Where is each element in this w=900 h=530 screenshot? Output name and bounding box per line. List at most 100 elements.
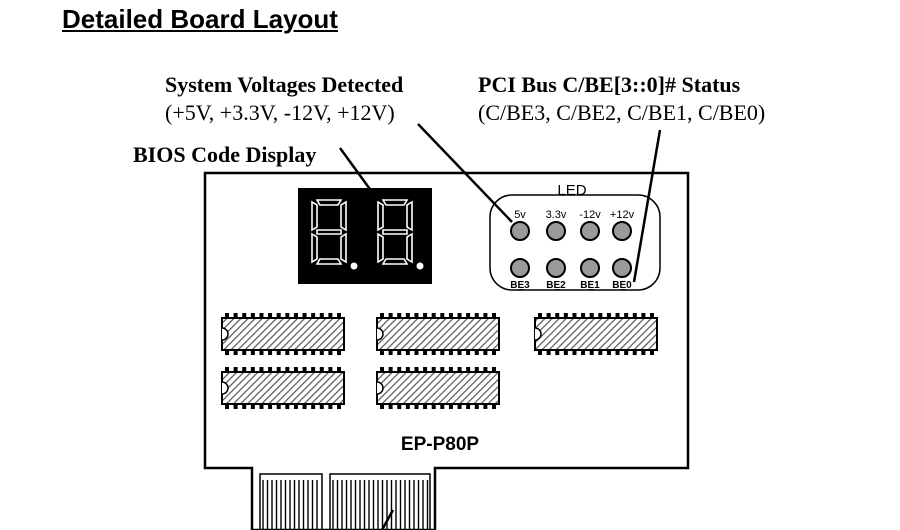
chip-pin <box>457 367 462 372</box>
chip-pin <box>457 313 462 318</box>
chip-pin <box>380 313 384 318</box>
chip-pin <box>483 313 488 318</box>
display-segment <box>315 258 343 265</box>
chip-pin <box>311 350 316 355</box>
chip-pin <box>250 404 255 409</box>
chip-pin <box>431 350 436 355</box>
led-cbe1 <box>580 258 600 278</box>
chip-pin <box>650 313 654 318</box>
chip-pin <box>598 350 603 355</box>
ic-chip <box>534 313 658 355</box>
chip-pin <box>555 313 560 318</box>
chip-pin <box>538 350 542 355</box>
chip-pin <box>397 367 402 372</box>
bios-leader-line <box>338 147 374 193</box>
chip-pin <box>285 404 290 409</box>
chip-notch <box>376 381 384 395</box>
pci-status-callout-title: PCI Bus C/BE[3::0]# Status <box>478 72 741 97</box>
chip-pin <box>328 404 333 409</box>
chip-pin <box>474 404 479 409</box>
display-segment <box>381 258 409 265</box>
chip-pin <box>414 313 419 318</box>
chip-pin <box>268 350 273 355</box>
chip-pin <box>259 350 264 355</box>
chip-pin <box>641 313 646 318</box>
chip-pin <box>276 350 281 355</box>
chip-pin <box>388 404 393 409</box>
led-label-cbe1: BE̲1 <box>580 280 600 291</box>
led-cbe2 <box>546 258 566 278</box>
chip-pin <box>483 367 488 372</box>
chip-pin <box>423 404 428 409</box>
chip-pin <box>311 313 316 318</box>
chip-pin <box>285 313 290 318</box>
chip-pin <box>440 404 445 409</box>
led-cbe3 <box>510 258 530 278</box>
chip-pin <box>233 367 238 372</box>
chip-pin <box>492 404 496 409</box>
chip-pin <box>405 404 410 409</box>
led-5v <box>510 221 530 241</box>
chip-body <box>376 317 500 351</box>
chip-pin <box>259 404 264 409</box>
chip-pin <box>483 350 488 355</box>
chip-pin <box>589 350 594 355</box>
chip-pin <box>466 350 471 355</box>
chip-pin <box>380 350 384 355</box>
chip-pin <box>423 367 428 372</box>
display-segment <box>406 200 413 232</box>
chip-pin <box>285 367 290 372</box>
chip-pin <box>589 313 594 318</box>
chip-pin <box>319 367 324 372</box>
chip-pin <box>474 313 479 318</box>
chip-pin <box>555 350 560 355</box>
chip-pin <box>466 313 471 318</box>
chip-notch <box>534 327 542 341</box>
chip-pin <box>225 404 229 409</box>
chip-pin <box>581 313 586 318</box>
chip-pin <box>405 313 410 318</box>
board-model-label: EP-P80P <box>401 434 479 455</box>
chip-body <box>221 317 345 351</box>
chip-pin <box>250 350 255 355</box>
chip-body <box>221 371 345 405</box>
chip-pin <box>311 367 316 372</box>
chip-pin <box>457 404 462 409</box>
chip-pin <box>250 313 255 318</box>
display-segment <box>381 199 409 206</box>
chip-pin <box>225 367 229 372</box>
chip-pin <box>259 313 264 318</box>
edge-connector-right <box>329 473 431 530</box>
chip-pin <box>466 367 471 372</box>
chip-pin <box>276 313 281 318</box>
seven-segment-digit-2 <box>377 199 424 270</box>
chip-pin <box>328 350 333 355</box>
led-panel-title: LED <box>557 182 586 199</box>
chip-pin <box>337 404 341 409</box>
chip-pin <box>233 313 238 318</box>
led-label-cbe0: BE̲0 <box>612 280 632 291</box>
chip-pin <box>319 404 324 409</box>
chip-notch <box>221 327 229 341</box>
pci-status-leader-line <box>632 129 662 283</box>
chip-body <box>534 317 658 351</box>
chip-pin <box>624 350 629 355</box>
chip-pin <box>440 367 445 372</box>
chip-pin <box>388 367 393 372</box>
chip-pin <box>431 367 436 372</box>
chip-pin <box>546 313 551 318</box>
voltages-callout-subtitle: (+5V, +3.3V, -12V, +12V) <box>165 100 395 125</box>
chip-pin <box>337 367 341 372</box>
display-decimal-point <box>350 262 358 270</box>
chip-pin <box>337 313 341 318</box>
chip-pin <box>538 313 542 318</box>
chip-pin <box>225 350 229 355</box>
chip-pin <box>285 350 290 355</box>
bios-callout-title: BIOS Code Display <box>133 142 317 167</box>
chip-pin <box>328 367 333 372</box>
led-label-3v3: 3.3v <box>546 209 567 221</box>
chip-pin <box>474 367 479 372</box>
chip-pin <box>414 404 419 409</box>
chip-pin <box>423 313 428 318</box>
chip-pin <box>598 313 603 318</box>
